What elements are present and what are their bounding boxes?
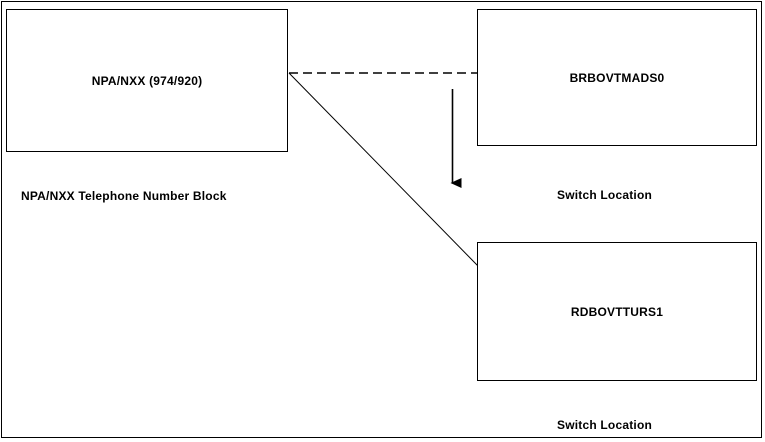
node-label-brbovtmads0: BRBOVTMADS0 — [569, 70, 665, 85]
caption-switch-location-top: Switch Location — [557, 188, 653, 202]
node-box-npa-nxx[interactable]: NPA/NXX (974/920) — [6, 9, 288, 152]
caption-switch-location-bottom: Switch Location — [557, 418, 653, 432]
node-box-brbovtmads0[interactable]: BRBOVTMADS0 — [477, 9, 757, 146]
caption-npa-nxx-block: NPA/NXX Telephone Number Block — [21, 189, 227, 203]
node-box-rdbovtturs1[interactable]: RDBOVTTURS1 — [477, 242, 757, 381]
node-label-npa-nxx: NPA/NXX (974/920) — [91, 73, 203, 88]
node-label-rdbovtturs1: RDBOVTTURS1 — [570, 304, 664, 319]
